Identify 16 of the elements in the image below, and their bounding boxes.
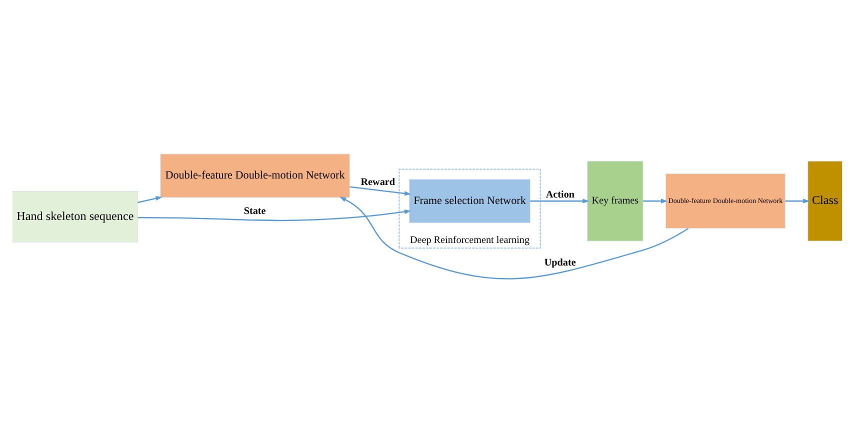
arrow [350, 186, 412, 196]
node-box: Frame selection Network [409, 178, 530, 223]
edge-label: State [244, 206, 266, 217]
node-box: Double-feature Double-motion Network [160, 153, 350, 198]
edge-label: Update [544, 256, 576, 268]
arrow [785, 198, 810, 203]
arrow [643, 198, 668, 203]
edge-label: Action [546, 189, 575, 200]
edge-label: Reward [360, 176, 395, 188]
arrow [530, 198, 590, 203]
arrow [340, 196, 689, 279]
node-box: Class [808, 160, 843, 241]
node-box: Hand skeleton sequence [12, 190, 138, 242]
arrow [138, 196, 162, 203]
node-box: Key frames [587, 160, 644, 241]
arrow [138, 208, 412, 221]
